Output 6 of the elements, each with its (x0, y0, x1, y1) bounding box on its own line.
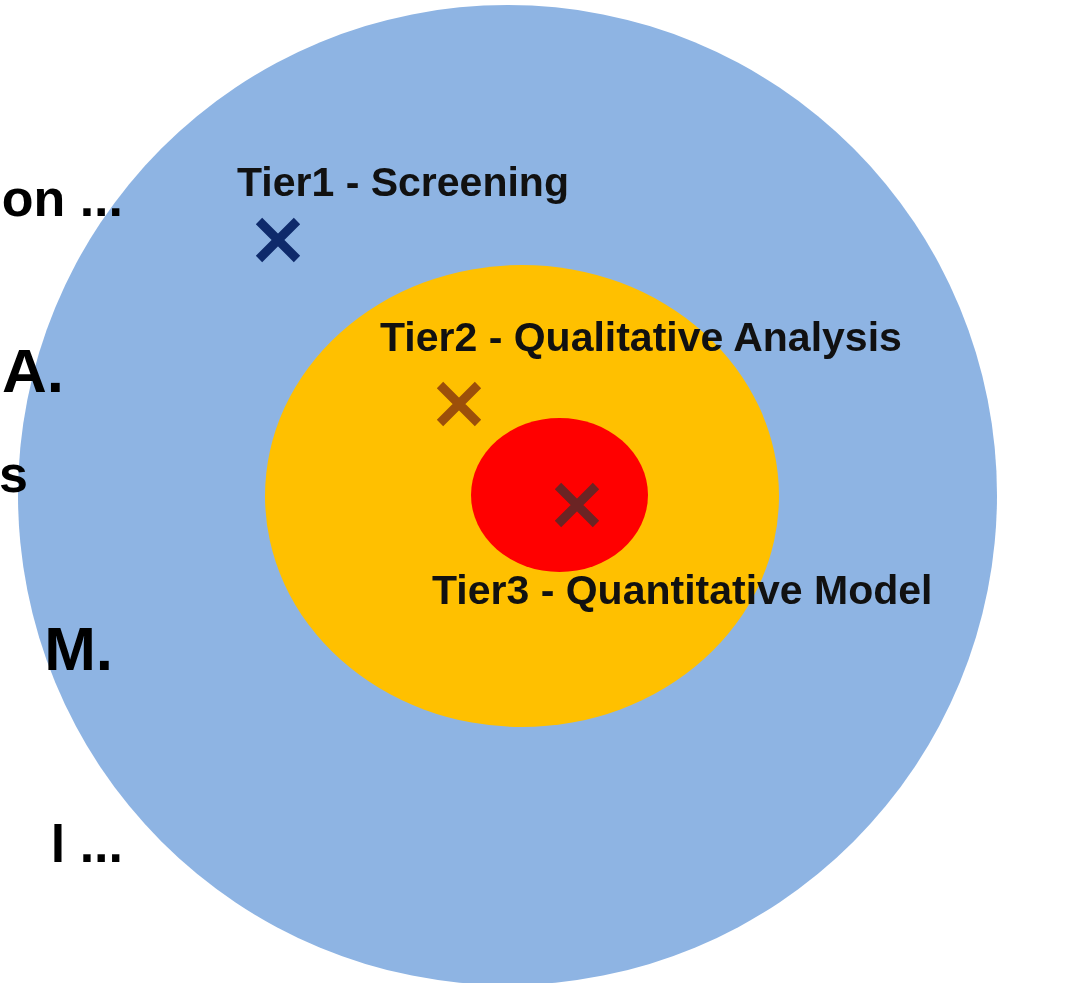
side-text: A. (2, 340, 64, 402)
side-text: s (0, 448, 28, 500)
side-text: M. (44, 618, 113, 680)
side-text: on ... (1, 172, 123, 224)
side-text: l ... (50, 818, 123, 870)
tier-label: Tier1 - Screening (237, 162, 569, 203)
